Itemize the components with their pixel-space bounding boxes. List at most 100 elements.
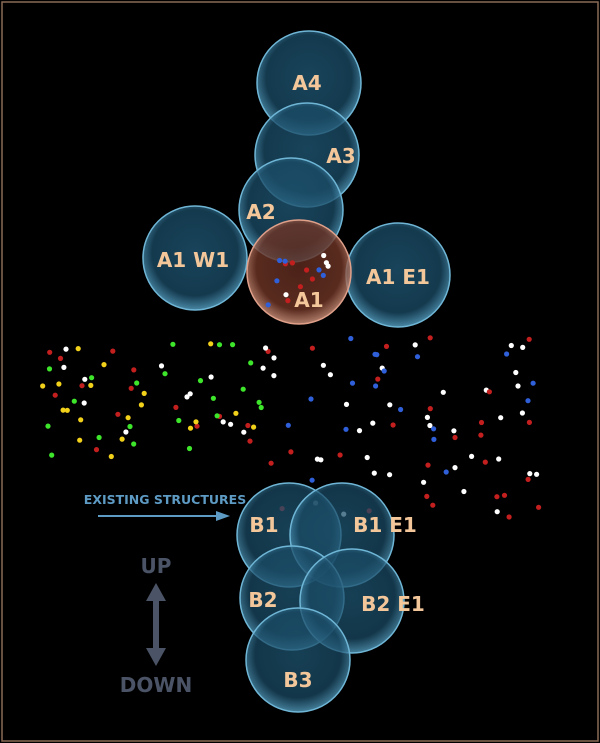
scatter-dot — [247, 438, 253, 444]
scatter-dot — [268, 460, 274, 466]
scatter-dot — [79, 383, 85, 389]
zone-a1w1-circle[interactable] — [142, 205, 248, 311]
scatter-dot — [193, 419, 199, 425]
scatter-dot — [110, 348, 116, 354]
scatter-dot — [494, 494, 500, 500]
scatter-dot — [220, 419, 226, 425]
scatter-dot — [52, 392, 58, 398]
scatter-dot — [372, 351, 378, 357]
direction-down-label: DOWN — [120, 673, 192, 697]
scatter-dot — [158, 363, 165, 369]
scatter-dot — [228, 421, 234, 427]
scatter-dot — [57, 355, 64, 361]
scatter-dot — [115, 411, 121, 417]
scatter-dot — [478, 432, 484, 438]
scatter-dot — [60, 407, 66, 413]
scatter-dot — [486, 389, 492, 395]
scatter-dot — [170, 341, 176, 347]
scatter-dot — [141, 390, 147, 396]
scatter-dot — [162, 371, 168, 377]
scatter-dot — [197, 378, 204, 384]
scatter-dot — [427, 335, 433, 341]
scatter-dot — [314, 456, 320, 462]
zone-a1w1-label: A1 W1 — [157, 248, 229, 272]
scatter-dot — [230, 342, 236, 348]
scatter-dot — [373, 383, 379, 389]
scatter-dot — [241, 429, 247, 435]
scatter-dot — [289, 260, 295, 266]
scatter-dot — [421, 479, 427, 485]
scatter-dot — [71, 398, 77, 404]
scatter-dot — [424, 493, 430, 499]
scatter-dot — [81, 400, 87, 406]
scatter-dot — [260, 365, 266, 371]
scatter-dot — [494, 509, 500, 515]
scatter-dot — [277, 257, 283, 264]
scatter-dot — [45, 423, 51, 429]
scatter-dot — [63, 346, 69, 352]
scatter-dot — [78, 417, 84, 423]
scatter-dot — [508, 342, 514, 349]
scatter-dot — [425, 462, 431, 468]
scatter-dot — [452, 434, 458, 441]
zone-a2-label: A2 — [246, 200, 275, 224]
zone-a1e1-label: A1 E1 — [366, 265, 430, 289]
scatter-dot — [412, 342, 418, 348]
scatter-dot — [390, 422, 396, 428]
scatter-dot — [125, 415, 131, 421]
direction-up-label: UP — [141, 554, 172, 578]
scatter-dot — [308, 396, 314, 402]
scatter-dot — [469, 453, 475, 459]
zone-b3-label: B3 — [283, 668, 312, 692]
scatter-dot — [64, 407, 70, 413]
zone-b2-label: B2 — [248, 588, 277, 612]
scatter-dot — [77, 437, 83, 443]
scatter-dot — [288, 449, 294, 455]
scatter-dot — [208, 341, 214, 347]
scatter-dot — [82, 376, 88, 382]
scatter-dot — [356, 428, 363, 434]
scatter-dot — [520, 344, 526, 350]
scatter-dot — [265, 302, 271, 308]
scatter-dot — [414, 354, 421, 360]
scatter-dot — [46, 366, 53, 372]
scatter-dot — [431, 436, 437, 442]
scatter-dot — [208, 374, 214, 380]
scatter-dot — [245, 422, 251, 429]
scatter-dot — [256, 399, 262, 405]
scatter-dot — [506, 514, 512, 520]
existing-structures-arrow-icon — [98, 511, 230, 521]
scatter-dot — [258, 404, 264, 411]
scatter-dot — [519, 410, 526, 416]
scatter-dot — [56, 381, 62, 387]
scatter-dot — [430, 502, 436, 508]
scatter-dot — [214, 413, 220, 419]
scatter-dot — [327, 372, 333, 378]
upper-zones — [142, 30, 451, 328]
scatter-dot — [320, 362, 326, 368]
scatter-dot — [271, 373, 277, 379]
scatter-dot — [309, 276, 315, 282]
scatter-dot — [283, 292, 289, 298]
scatter-dot — [316, 267, 322, 273]
scatter-dot — [127, 423, 133, 430]
scatter-dot — [61, 364, 67, 370]
scatter-dot — [96, 434, 102, 441]
zone-a1-circle[interactable] — [246, 219, 352, 325]
scatter-dot — [285, 298, 291, 304]
scatter-dot — [348, 335, 354, 342]
zone-a1-label: A1 — [294, 288, 323, 312]
scatter-dot — [47, 349, 53, 355]
scatter-dot — [461, 488, 467, 495]
scatter-dot — [123, 429, 129, 435]
scatter-dot — [343, 426, 349, 432]
scatter-dot — [233, 410, 239, 416]
scatter-dot — [526, 419, 533, 425]
scatter-dot — [383, 343, 390, 349]
scatter-dot — [424, 414, 430, 420]
scatter-dot — [478, 419, 485, 426]
scatter-dot — [263, 345, 269, 351]
zone-b3-circle[interactable] — [245, 607, 351, 713]
scatter-dot — [443, 469, 449, 475]
